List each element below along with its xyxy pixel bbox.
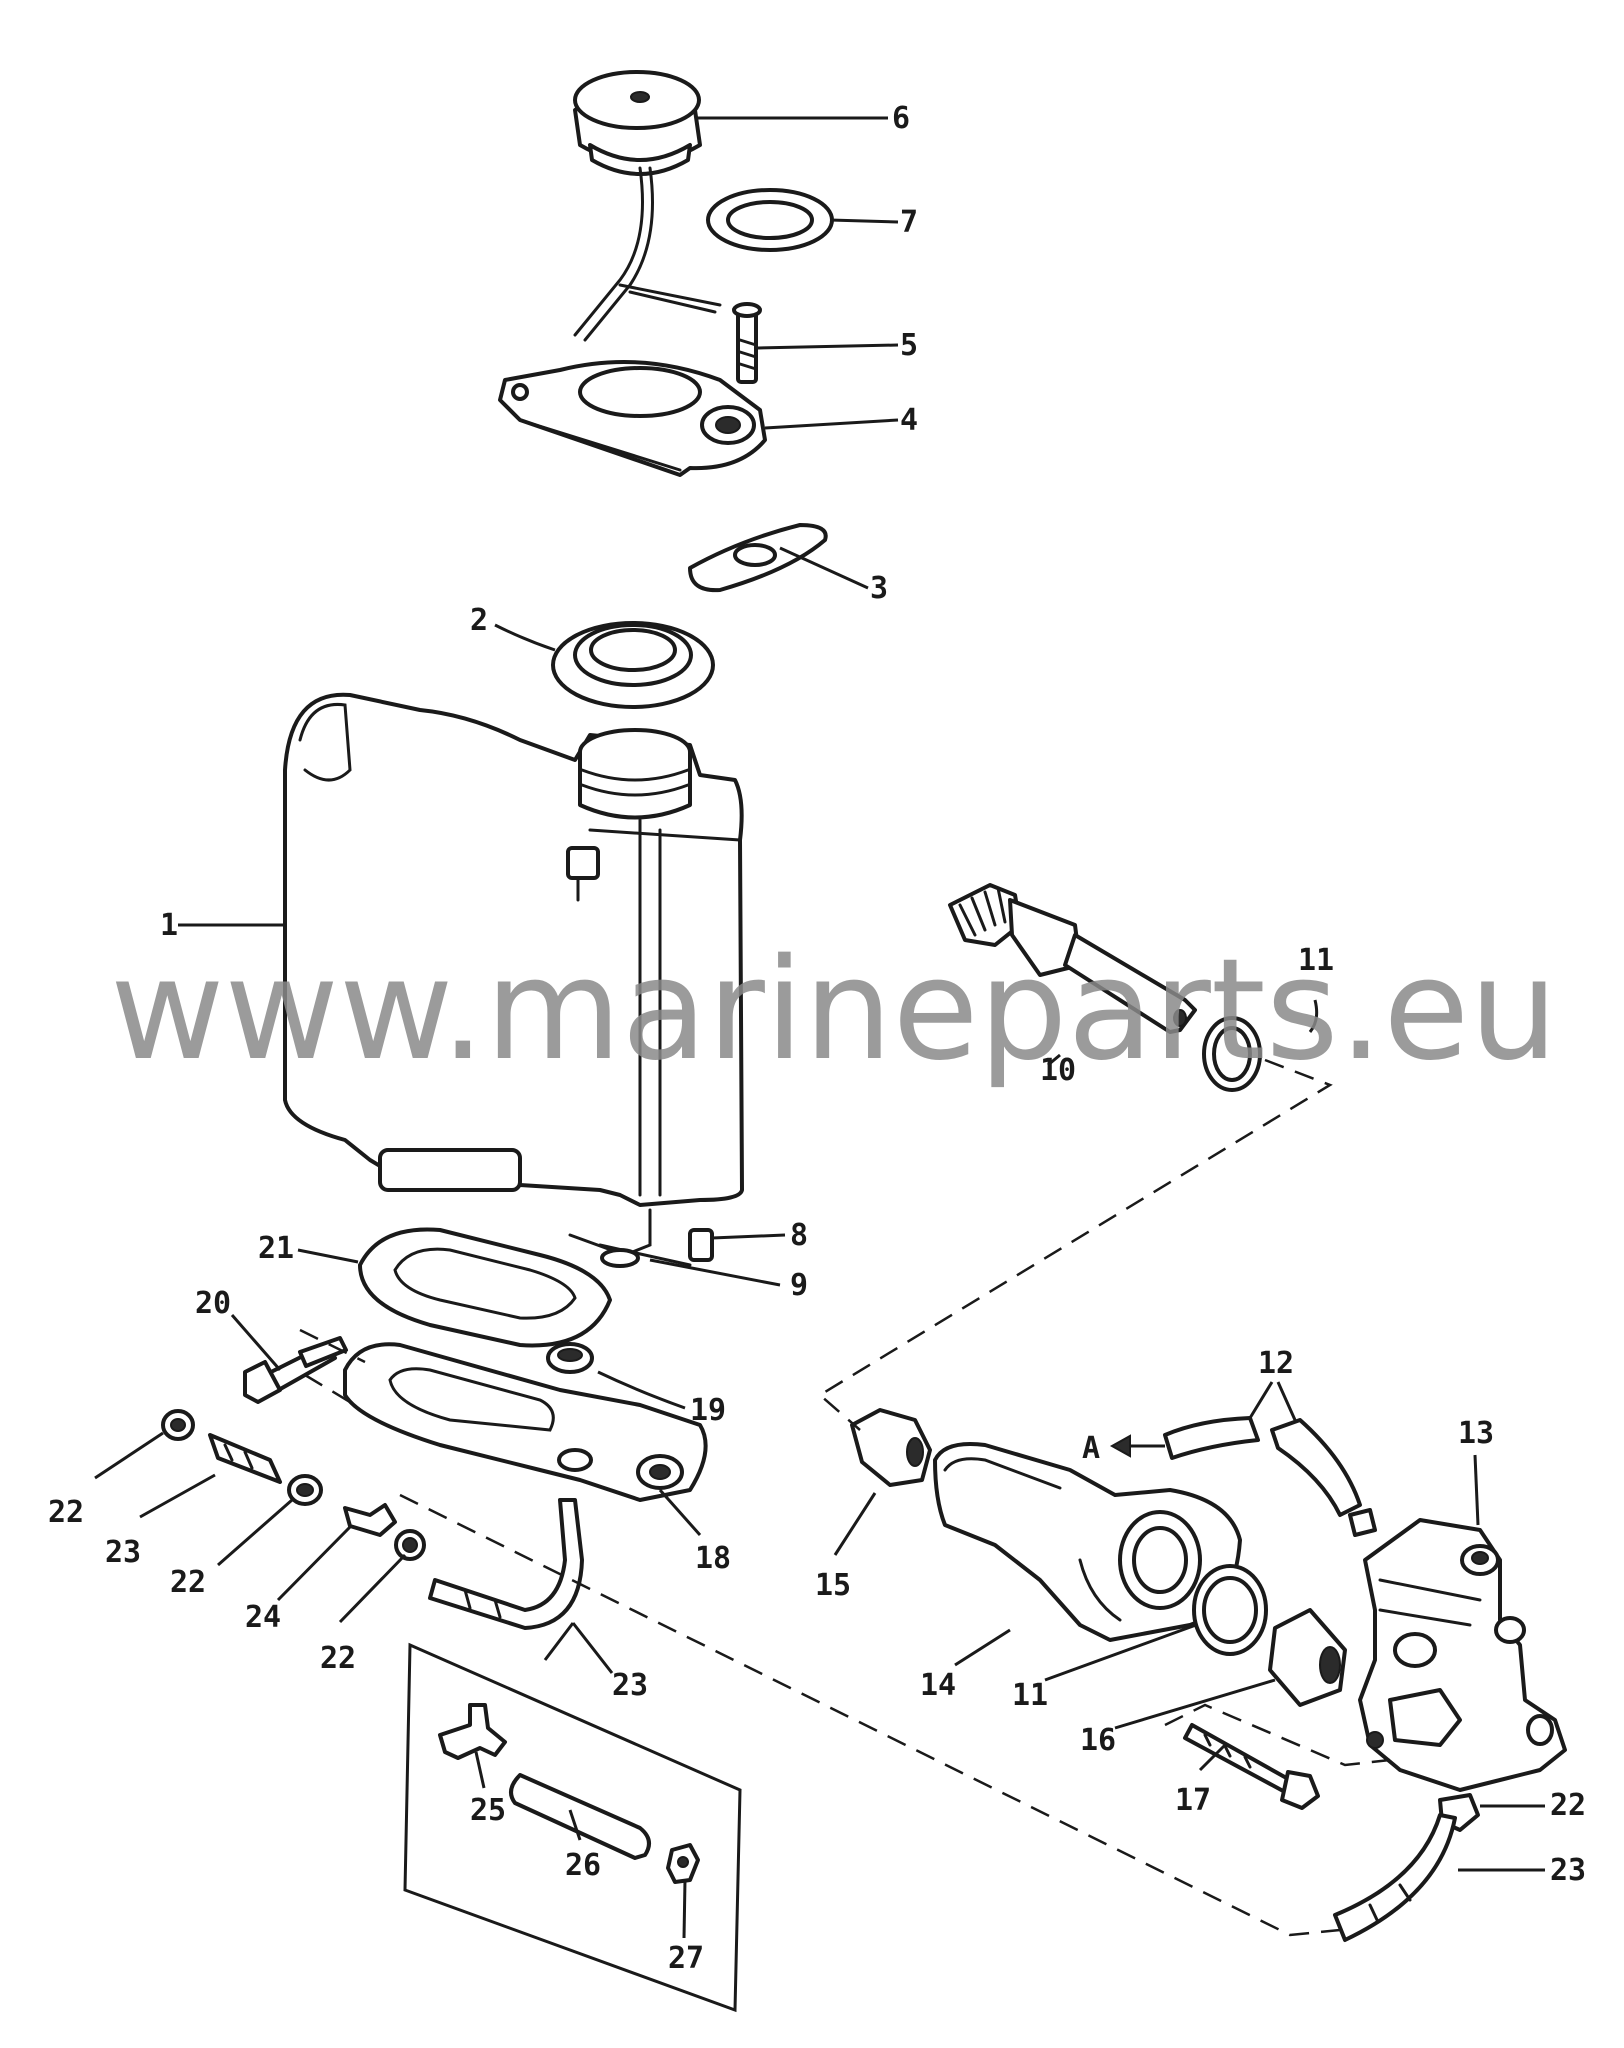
callout-7: 7 <box>900 205 918 240</box>
callout-labels: 6 7 5 4 3 2 1 8 9 10 11 12 13 A 21 20 19… <box>48 101 1586 1976</box>
callout-13: 13 <box>1458 1416 1494 1451</box>
screw-part <box>732 302 762 384</box>
callout-18: 18 <box>695 1541 731 1576</box>
drive-shaft-part <box>948 883 1197 1034</box>
callout-25: 25 <box>470 1793 506 1828</box>
cap-gasket-part <box>706 188 834 252</box>
callout-16: 16 <box>1080 1723 1116 1758</box>
tank-mounting-bracket-part <box>343 1342 708 1502</box>
bushing-part <box>850 1408 932 1487</box>
oil-pump-part <box>1358 1518 1567 1792</box>
pump-bolt-part <box>1183 1723 1320 1810</box>
bracket-nut-part <box>546 1342 594 1374</box>
assembly-dashed-lines <box>299 1058 1391 1937</box>
tank-base-gasket-part <box>358 1227 612 1348</box>
callout-10: 10 <box>1040 1053 1076 1088</box>
left-hose-fittings-part <box>161 1409 426 1561</box>
center-hose-part <box>428 1498 584 1630</box>
bracket-bolt-part <box>243 1336 348 1404</box>
watermark-text: www.marineparts.eu <box>110 929 1558 1092</box>
pump-housing-part <box>933 1442 1242 1642</box>
callout-24: 24 <box>245 1600 281 1635</box>
callout-11-upper: 11 <box>1298 943 1334 978</box>
callout-9: 9 <box>790 1268 808 1303</box>
o-ring-lower-part <box>1192 1564 1268 1656</box>
callout-6: 6 <box>892 101 910 136</box>
callout-27: 27 <box>668 1941 704 1976</box>
callout-14: 14 <box>920 1668 956 1703</box>
callout-15: 15 <box>815 1568 851 1603</box>
inset-kit-box <box>403 1642 742 2013</box>
callout-3: 3 <box>870 571 888 606</box>
callout-2: 2 <box>470 603 488 638</box>
callout-23-a: 23 <box>105 1535 141 1570</box>
leader-lines <box>94 116 1545 1939</box>
callout-11-lower: 11 <box>1012 1678 1048 1713</box>
callout-1: 1 <box>160 908 178 943</box>
flow-arrow <box>1109 1434 1165 1458</box>
callout-23-b: 23 <box>612 1668 648 1703</box>
callout-8: 8 <box>790 1218 808 1253</box>
tank-screw-clip-part <box>568 1208 714 1268</box>
callout-4: 4 <box>900 403 918 438</box>
pump-hoses-part <box>1163 1416 1377 1537</box>
tank-grommet-part <box>551 621 715 709</box>
callout-22-b: 22 <box>170 1565 206 1600</box>
callout-22-a: 22 <box>48 1495 84 1530</box>
o-ring-upper-part <box>1202 1016 1262 1092</box>
callout-19: 19 <box>690 1393 726 1428</box>
callout-21: 21 <box>258 1231 294 1266</box>
oil-tank-part <box>283 692 744 1207</box>
callout-17: 17 <box>1175 1783 1211 1818</box>
callout-22-d: 22 <box>1550 1788 1586 1823</box>
callout-5: 5 <box>900 328 918 363</box>
flow-label-a: A <box>1082 1431 1100 1466</box>
callout-26: 26 <box>565 1848 601 1883</box>
callout-20: 20 <box>195 1286 231 1321</box>
sleeve-part <box>1268 1608 1347 1707</box>
callout-12: 12 <box>1258 1346 1294 1381</box>
filler-cap-part <box>573 70 722 342</box>
callout-22-c: 22 <box>320 1641 356 1676</box>
pump-hose-right-part <box>1333 1813 1457 1942</box>
flange-gasket-part <box>688 523 828 593</box>
callout-23-c: 23 <box>1550 1853 1586 1888</box>
filler-flange-part <box>498 360 767 477</box>
